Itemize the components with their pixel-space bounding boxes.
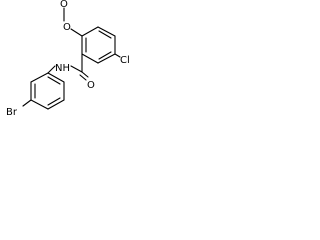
ring-b-double-2 xyxy=(47,97,61,106)
nitrogen-aryl-bond xyxy=(47,65,56,74)
carbonyl-double-bond-2 xyxy=(79,74,87,81)
methoxy-oxygen-label: O xyxy=(63,22,71,33)
ring-a-double-1 xyxy=(98,30,112,39)
amide-nitrogen-label: NH xyxy=(55,63,70,74)
ring-b-bond-1 xyxy=(30,72,49,83)
bromophenyl-ring xyxy=(30,72,65,110)
ring-b-bond-4 xyxy=(47,99,65,110)
ring-a-bond-4 xyxy=(97,53,116,64)
ring-b-double-3 xyxy=(47,76,61,85)
bromine-bond xyxy=(22,99,32,107)
ring-b-bond-6 xyxy=(47,72,65,83)
chlorine-bond xyxy=(114,53,121,58)
carbonyl-oxygen-label: O xyxy=(87,80,95,91)
ring-a-bond-2 xyxy=(97,26,116,37)
bromine-label: Br xyxy=(6,107,18,118)
molecule-structure-diagram: O O Cl NH O Br xyxy=(6,0,130,118)
ring-b-bond-3 xyxy=(30,99,49,110)
methoxy-methyl-label: O xyxy=(60,0,68,10)
ring-a-bond-5 xyxy=(81,53,99,64)
chloromethoxy-ring xyxy=(81,26,116,64)
carbonyl-double-bond-1 xyxy=(81,71,89,78)
ring-a-bond-1 xyxy=(81,26,99,37)
methoxy-bond-to-ring xyxy=(70,28,83,37)
chlorine-label: Cl xyxy=(120,55,130,66)
amide-bond xyxy=(70,65,83,73)
ring-a-double-2 xyxy=(98,51,112,60)
